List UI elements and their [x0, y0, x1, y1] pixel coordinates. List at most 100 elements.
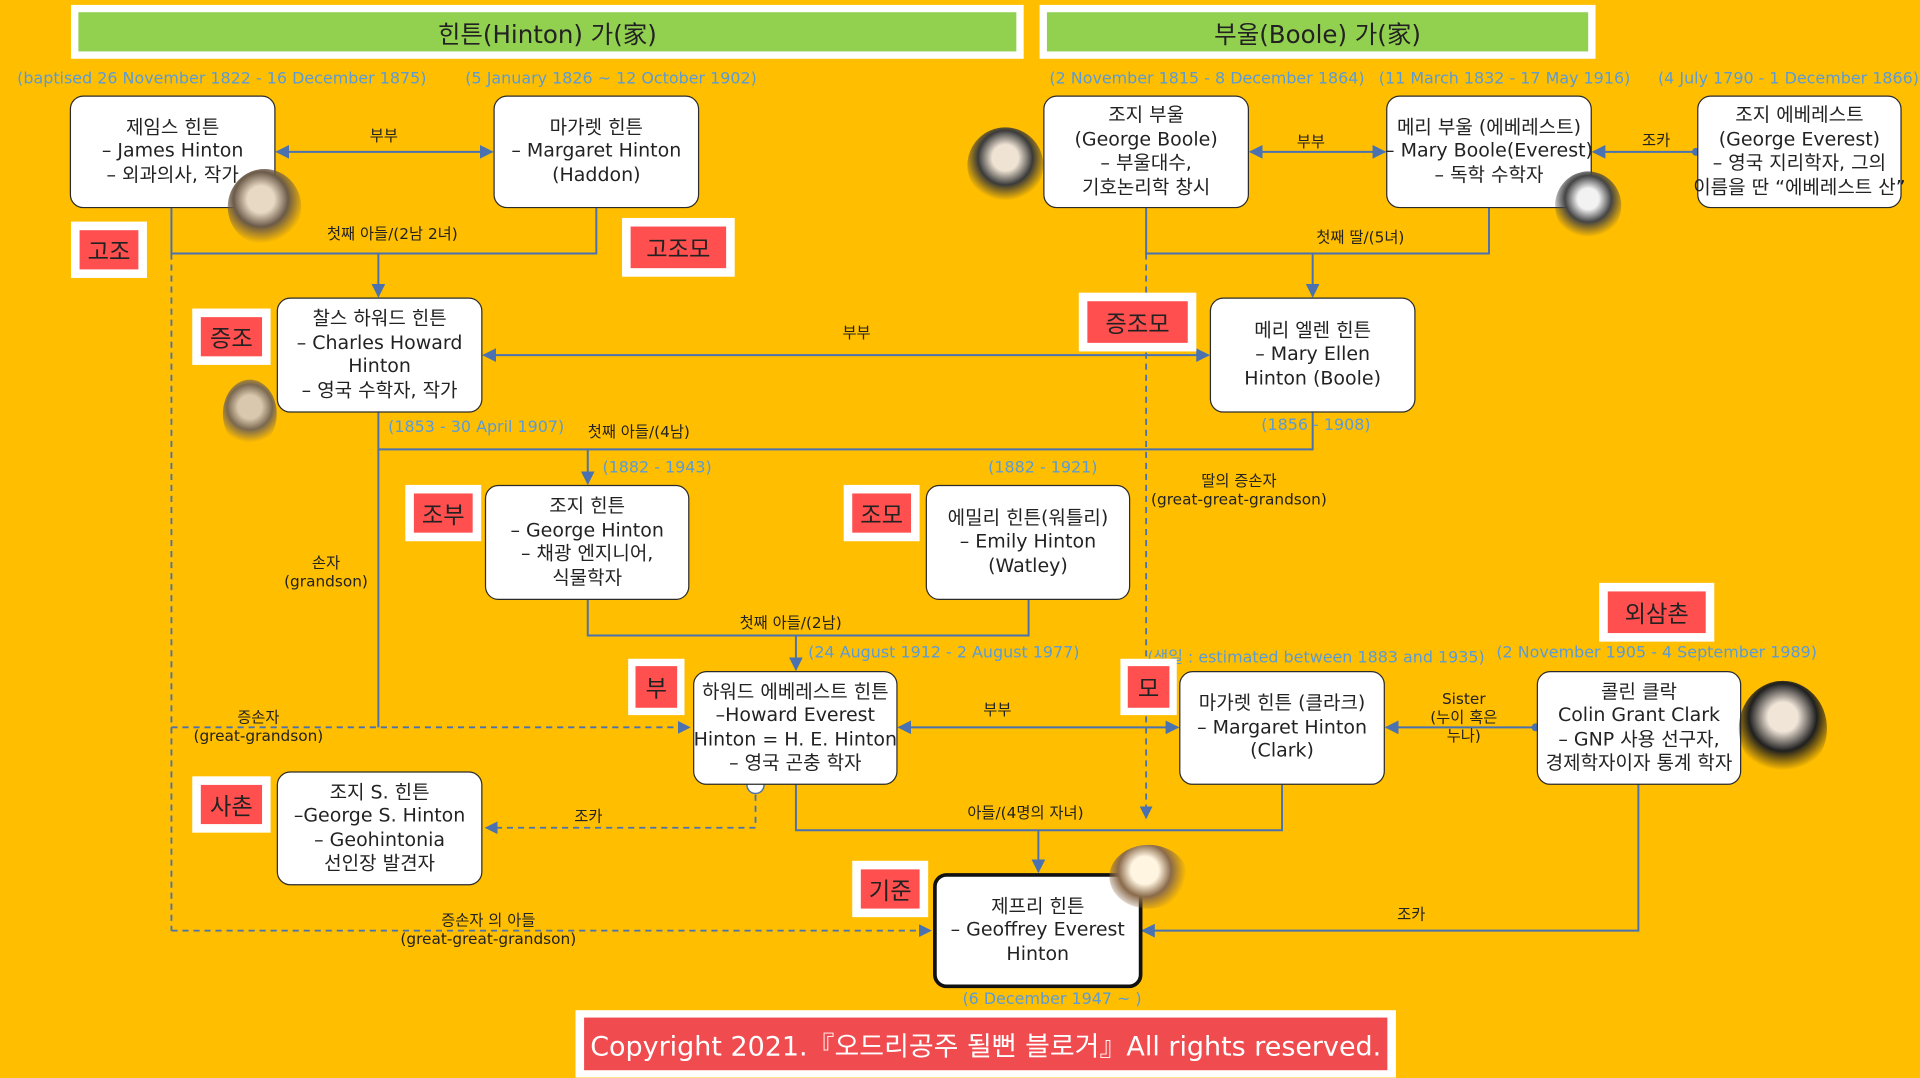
margaret-clark-box: 마가렛 힌튼 (클라크) – Margaret Hinton (Clark)	[1179, 671, 1385, 785]
george-s-line-4: 선인장 발견자	[324, 852, 436, 875]
charles-hinton-box: 찰스 하워드 힌튼 – Charles Howard Hinton – 영국 수…	[276, 297, 483, 413]
mary-boole-dates: (11 March 1832 - 17 May 1916)	[1378, 69, 1631, 89]
tag-sachon: 사촌	[192, 776, 271, 833]
colin-line-2: Colin Grant Clark	[1557, 704, 1721, 727]
tag-jeungjo: 증조	[192, 308, 271, 365]
boole-family-banner: 부울(Boole) 가(家)	[1039, 4, 1596, 59]
george-boole-line-4: 기호논리학 창시	[1081, 175, 1211, 198]
label-ggg-son-en: (great-great-grandson)	[400, 929, 577, 948]
copyright-bar: Copyright 2021.『오드리공주 될뻔 블로거』All rights …	[575, 1010, 1396, 1078]
george-everest-line-2: (George Everest)	[1718, 127, 1881, 151]
george-boole-box: 조지 부울 (George Boole) – 부울대수, 기호논리학 창시	[1043, 95, 1249, 209]
tag-goso: 고조	[71, 221, 147, 278]
geoffrey-line-1: 제프리 힌튼	[991, 894, 1085, 917]
emily-line-3: (Watley)	[988, 554, 1068, 577]
george-boole-portrait	[967, 127, 1044, 204]
tag-jeungjomo: 증조모	[1078, 292, 1197, 352]
mary-ellen-line-2: – Mary Ellen	[1255, 343, 1371, 366]
james-dates: (baptised 26 November 1822 - 16 December…	[17, 69, 427, 89]
charles-line-4: – 영국 수학자, 작가	[301, 378, 458, 402]
george-hinton-line-3: – 채광 엔지니어,	[520, 542, 654, 565]
emily-hinton-box: 에밀리 힌튼(워틀리) – Emily Hinton (Watley)	[925, 484, 1131, 601]
tag-jomo: 조모	[843, 484, 920, 542]
charles-dates: (1853 - 30 April 1907)	[388, 418, 565, 438]
george-boole-line-2: (George Boole)	[1074, 127, 1218, 151]
label-great-grandson-ko: 증손자	[237, 707, 280, 727]
margaret-clark-dates: (생일 : estimated between 1883 and 1935)	[1147, 648, 1485, 668]
colin-line-3: – GNP 사용 선구자,	[1558, 727, 1720, 751]
label-first-son-2: 첫째 아들/(2남 2녀)	[326, 224, 458, 243]
george-hinton-dates: (1882 - 1943)	[602, 459, 712, 478]
link-howard-georges	[484, 783, 757, 835]
george-s-line-1: 조지 S. 힌튼	[329, 780, 430, 803]
george-s-line-3: – Geohintonia	[314, 828, 446, 851]
margaret-haddon-dates: (5 January 1826 ~ 12 October 1902)	[465, 69, 757, 89]
george-everest-dates: (4 July 1790 - 1 December 1866)	[1657, 69, 1919, 89]
margaret-haddon-box: 마가렛 힌튼 – Margaret Hinton (Haddon)	[493, 95, 700, 209]
tag-bu: 부	[628, 658, 685, 716]
label-nephew-colin: 조카	[1397, 904, 1426, 924]
margaret-haddon-line-2: – Margaret Hinton	[511, 139, 682, 162]
george-boole-line-3: – 부울대수,	[1100, 151, 1192, 174]
emily-line-2: – Emily Hinton	[959, 530, 1097, 553]
geoffrey-hinton-box: 제프리 힌튼 – Geoffrey Everest Hinton	[933, 873, 1143, 989]
hinton-family-banner: 힌튼(Hinton) 가(家)	[71, 4, 1024, 59]
george-hinton-line-2: – George Hinton	[510, 518, 664, 541]
margaret-clark-line-3: (Clark)	[1250, 739, 1314, 762]
colin-line-1: 콜린 클락	[1601, 680, 1677, 703]
label-spouse-charles: 부부	[842, 323, 871, 342]
label-great-grandson: 증손자 (great-grandson)	[193, 708, 323, 745]
colin-clark-box: 콜린 클락 Colin Grant Clark – GNP 사용 선구자, 경제…	[1536, 671, 1742, 785]
margaret-clark-line-1: 마가렛 힌튼 (클라크)	[1198, 692, 1366, 715]
mary-ellen-line-1: 메리 엘렌 힌튼	[1254, 319, 1372, 342]
mary-ellen-dates: (1856 - 1908)	[1261, 416, 1371, 435]
howard-line-1: 하워드 에베레스트 힌튼	[701, 680, 889, 703]
george-s-hinton-box: 조지 S. 힌튼 –George S. Hinton – Geohintonia…	[276, 771, 483, 886]
geoffrey-dates: (6 December 1947 ~ )	[962, 990, 1142, 1009]
link-charles-family	[377, 411, 1314, 451]
label-spouse-boole: 부부	[1296, 132, 1325, 151]
margaret-haddon-line-1: 마가렛 힌튼	[549, 116, 643, 139]
howard-line-4: – 영국 곤충 학자	[729, 751, 862, 774]
label-sister: Sister (누이 혹은 누나)	[1430, 689, 1497, 744]
label-great-grandson-en: (great-grandson)	[193, 726, 324, 745]
label-daughter-great-great-grandson: 딸의 증손자 (great-great-grandson)	[1151, 471, 1327, 508]
charles-line-2: – Charles Howard	[296, 331, 463, 354]
label-great-great-grandson: 증손자 의 아들 (great-great-grandson)	[400, 911, 576, 948]
link-colin-geoffrey	[1141, 783, 1640, 938]
label-sister-en: Sister	[1441, 689, 1486, 708]
label-children: 아들/(4명의 자녀)	[967, 803, 1084, 822]
tag-oesamchon: 외삼촌	[1599, 582, 1715, 642]
label-sister-ko-1: (누이 혹은	[1430, 707, 1498, 727]
mary-ellen-line-3: Hinton (Boole)	[1244, 367, 1382, 390]
label-nephew-georges: 조카	[574, 806, 603, 826]
copyright-text: Copyright 2021.『오드리공주 될뻔 블로거』All rights …	[590, 1031, 1382, 1063]
charles-line-3: Hinton	[348, 355, 411, 378]
emily-dates: (1882 - 1921)	[988, 459, 1098, 478]
mary-ellen-box: 메리 엘렌 힌튼 – Mary Ellen Hinton (Boole)	[1209, 297, 1416, 413]
george-everest-box: 조지 에베레스트 (George Everest) – 영국 지리학자, 그의 …	[1693, 95, 1906, 209]
george-s-line-2: –George S. Hinton	[293, 804, 466, 827]
mary-boole-box: 메리 부울 (에베레스트) – Mary Boole(Everest) – 독학…	[1385, 95, 1593, 209]
george-everest-line-4: 이름을 딴 “에베레스트 산”	[1693, 175, 1906, 198]
george-hinton-box: 조지 힌튼 – George Hinton – 채광 엔지니어, 식물학자	[484, 484, 690, 601]
label-ggg-son-ko: 증손자 의 아들	[441, 911, 536, 930]
howard-hinton-box: 하워드 에베레스트 힌튼 –Howard Everest Hinton = H.…	[693, 671, 898, 785]
james-line-1: 제임스 힌튼	[125, 116, 220, 139]
label-grandson: 손자 (grandson)	[284, 553, 368, 590]
james-line-2: – James Hinton	[101, 139, 244, 162]
margaret-clark-line-2: – Margaret Hinton	[1197, 716, 1367, 739]
tag-gojomo: 고조모	[622, 217, 735, 277]
label-sister-ko-2: 누나)	[1446, 726, 1481, 745]
george-everest-line-3: – 영국 지리학자, 그의	[1712, 151, 1887, 174]
colin-dates: (2 November 1905 - 4 September 1989)	[1496, 644, 1817, 663]
tag-mo: 모	[1120, 658, 1177, 716]
mary-boole-line-1: 메리 부울 (에베레스트)	[1396, 116, 1582, 139]
geoffrey-portrait	[1109, 844, 1188, 909]
label-spouse-james: 부부	[369, 126, 398, 145]
geoffrey-line-2: – Geoffrey Everest	[950, 918, 1125, 941]
link-james-family	[170, 206, 598, 255]
howard-dates: (24 August 1912 - 2 August 1977)	[808, 644, 1080, 663]
label-first-daughter: 첫째 딸/(5녀)	[1316, 227, 1405, 247]
